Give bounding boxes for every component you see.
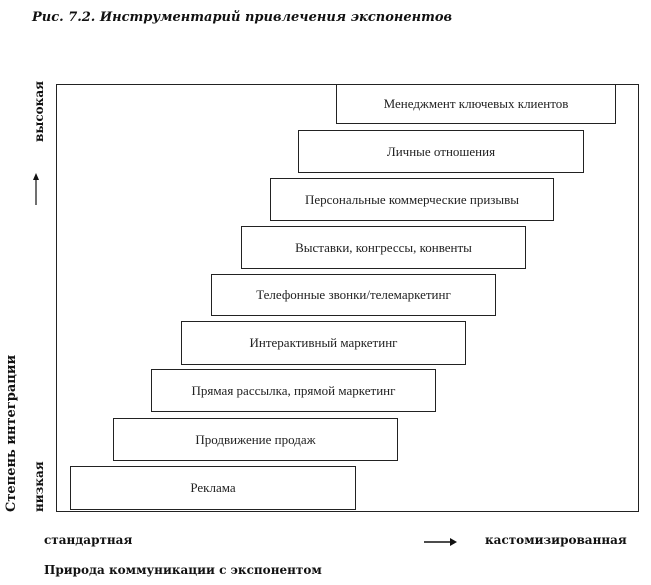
box-personal-appeals: Персональные коммерческие призывы	[270, 178, 554, 221]
right-arrow-icon	[424, 538, 457, 546]
box-exhibitions: Выставки, конгрессы, конвенты	[241, 226, 526, 269]
up-arrow-icon	[33, 173, 39, 205]
box-key-account-management: Менеджмент ключевых клиентов	[336, 84, 616, 124]
box-sales-promotion: Продвижение продаж	[113, 418, 398, 461]
x-axis-high-label: кастомизированная	[485, 533, 627, 547]
y-axis-label: Степень интеграции	[4, 354, 19, 512]
y-axis-low-label: низкая	[32, 461, 46, 512]
box-direct-mail: Прямая рассылка, прямой маркетинг	[151, 369, 436, 412]
box-personal-relations: Личные отношения	[298, 130, 584, 173]
figure-title: Рис. 7.2. Инструментарий привлечения экс…	[32, 10, 453, 25]
box-telemarketing: Телефонные звонки/телемаркетинг	[211, 274, 496, 316]
x-axis-label: Природа коммуникации с экспонентом	[44, 563, 322, 577]
x-axis-low-label: стандартная	[44, 533, 133, 547]
box-interactive-marketing: Интерактивный маркетинг	[181, 321, 466, 365]
y-axis-high-label: высокая	[32, 81, 46, 142]
box-advertising: Реклама	[70, 466, 356, 510]
